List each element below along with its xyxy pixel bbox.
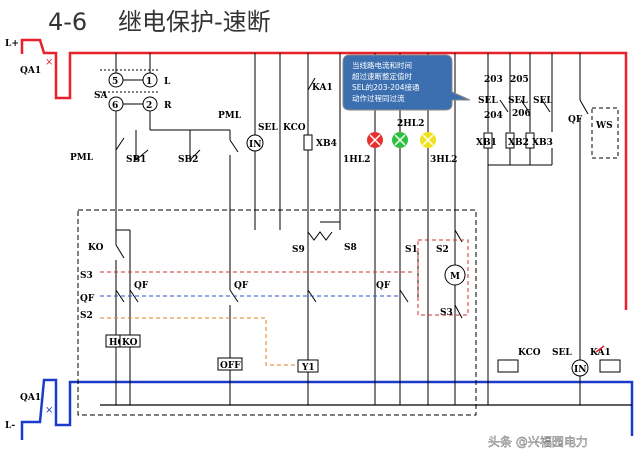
motor-dashed-box: [417, 239, 469, 316]
sel-a-label: SEL: [478, 96, 498, 106]
xb3-link-icon: [525, 132, 535, 149]
y1-coil: [297, 359, 319, 373]
sel-bottom-label: SEL: [552, 348, 572, 358]
qa1-top-label: QA1: [20, 66, 41, 76]
xb2-link-icon: [505, 132, 515, 149]
ka1-bottom-label: KA1: [590, 348, 611, 358]
sa-contact-5: 5: [112, 77, 118, 87]
ko-box-label: KO: [122, 338, 138, 348]
xb4-link-icon: [303, 134, 313, 151]
sa-label: SA: [94, 91, 108, 101]
ka1-coil: [599, 359, 621, 373]
hq-label: HQ: [109, 338, 126, 348]
lamp-1-label: 1HL2: [343, 155, 370, 165]
xb1-link-icon: [483, 132, 493, 149]
qf-b-label: QF: [234, 281, 249, 291]
motor-icon: [444, 264, 466, 286]
lamp-green-icon: [392, 132, 408, 148]
ko-coil: [119, 334, 141, 348]
callout-bubble: 当线路电流和时间 超过速断整定值时 SEL的203-204接通 动作过程同过流: [342, 54, 471, 111]
callout-line-3: SEL的203-204接通: [352, 82, 420, 92]
ka1-top-label: KA1: [312, 83, 333, 93]
sel-top-label: SEL: [258, 123, 278, 133]
qa1-bottom-label: QA1: [20, 393, 41, 403]
watermark: 头条 @兴福园电力: [488, 434, 588, 449]
sa-left-label: L: [164, 77, 171, 87]
breaker-cross-icon: ×: [45, 57, 53, 68]
sa-right-label: R: [164, 101, 172, 111]
callout-line-2: 超过速断整定值时: [352, 71, 412, 81]
qf-c-label: QF: [376, 281, 391, 291]
pml-left-label: PML: [70, 153, 94, 163]
xb2-label: XB2: [508, 138, 529, 148]
in-bottom-label: IN: [574, 365, 586, 375]
s3-left-label: S3: [80, 271, 93, 281]
orange-dashed-link: [100, 317, 302, 366]
y1-label: Y1: [301, 363, 315, 373]
sb1-label: SB1: [126, 155, 146, 165]
callout-line-1: 当线路电流和时间: [352, 60, 412, 70]
ko-top-label: KO: [88, 243, 104, 253]
sa-contact-2: 2: [146, 101, 152, 111]
kco-coil: [497, 359, 519, 373]
breaker-cross-icon: ×: [45, 405, 53, 416]
positive-bus-label: L+: [5, 39, 19, 49]
qf-right-label: QF: [568, 115, 583, 125]
ws-label: WS: [595, 121, 613, 131]
in-meter-icon: [246, 134, 264, 152]
xb3-label: XB3: [532, 138, 553, 148]
sa-contact-6: 6: [112, 101, 118, 111]
kco-top-label: KCO: [283, 123, 306, 133]
sel-b-label: SEL: [508, 96, 528, 106]
negative-bus: [20, 378, 634, 440]
motor-label: M: [450, 272, 460, 282]
page-title: 继电保护-速断: [118, 8, 271, 36]
in-meter-label: IN: [249, 140, 261, 150]
qf-a-label: QF: [134, 281, 149, 291]
node-205-label: 205: [510, 75, 529, 85]
title-number: 4-6: [48, 8, 87, 36]
lamp-3-label: 3HL2: [430, 155, 457, 165]
node-203-label: 203: [484, 75, 503, 85]
in-meter-bottom-icon: [571, 359, 589, 377]
right-branch-lines: [487, 53, 589, 405]
off-coil: [217, 357, 243, 371]
negative-bus-label: L-: [5, 421, 15, 431]
s1-label: S1: [405, 245, 418, 255]
callout-line-4: 动作过程同过流: [352, 93, 405, 103]
positive-bus: [20, 38, 628, 310]
mechanism-enclosure: [77, 209, 477, 416]
mechanism-lines: [115, 220, 463, 405]
qf-left-label: QF: [80, 294, 95, 304]
s8-label: S8: [344, 243, 357, 253]
arrow-icon: [595, 345, 605, 353]
pml-right-label: PML: [218, 111, 242, 121]
xb1-label: XB1: [476, 138, 497, 148]
lamp-yellow-icon: [420, 132, 436, 148]
node-204-label: 204: [484, 111, 503, 121]
lamp-2-label: 2HL2: [397, 119, 424, 129]
ws-box: [591, 107, 619, 159]
xb4-label: XB4: [316, 139, 337, 149]
kco-bottom-label: KCO: [518, 348, 541, 358]
s2-right-label: S2: [436, 245, 449, 255]
s9-label: S9: [292, 245, 305, 255]
lamp-red-icon: [367, 132, 383, 148]
sb2-label: SB2: [178, 155, 198, 165]
s3-right-label: S3: [440, 308, 453, 318]
s2-left-label: S2: [80, 311, 93, 321]
selector-switch: [100, 53, 160, 130]
off-label: OFF: [220, 361, 241, 371]
node-206-label: 206: [512, 109, 531, 119]
sa-contact-1: 1: [146, 77, 152, 87]
sel-c-label: SEL: [533, 96, 553, 106]
